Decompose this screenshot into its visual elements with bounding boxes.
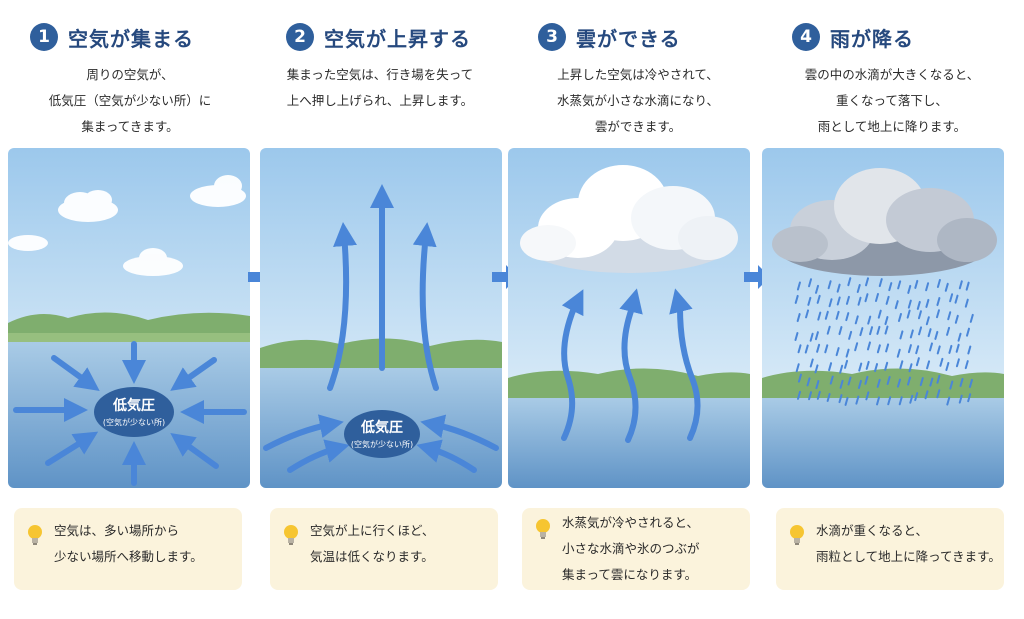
scene-illustration [762,148,1004,488]
lightbulb-icon [282,524,300,546]
step-header: 3 雲ができる [538,22,681,52]
tip-text: 空気が上に行くほど、 気温は低くなります。 [310,518,490,570]
step-description: 周りの空気が、 低気圧（空気が少ない所）に 集まってきます。 [14,62,246,140]
tip-box: 水蒸気が冷やされると、 小さな水滴や氷のつぶが 集まって雲になります。 [522,508,750,590]
low-pressure-sublabel: (空気が少ない所) [103,417,165,427]
step-header: 2 空気が上昇する [286,22,471,52]
step-description: 集まった空気は、行き場を失って 上へ押し上げられ、上昇します。 [260,62,500,114]
step-panel-2: 2 空気が上昇する 集まった空気は、行き場を失って 上へ押し上げられ、上昇します… [256,0,502,619]
tip-box: 空気は、多い場所から 少ない場所へ移動します。 [14,508,242,590]
tip-line: 空気は、多い場所から [54,518,234,544]
desc-line: 低気圧（空気が少ない所）に [14,88,246,114]
low-pressure-label: 低気圧 [360,419,403,436]
step-header: 1 空気が集まる [30,22,194,52]
tip-box: 空気が上に行くほど、 気温は低くなります。 [270,508,498,590]
tip-box: 水滴が重くなると、 雨粒として地上に降ってきます。 [776,508,1004,590]
tip-line: 空気が上に行くほど、 [310,518,490,544]
desc-line: 周りの空気が、 [14,62,246,88]
tip-text: 空気は、多い場所から 少ない場所へ移動します。 [54,518,234,570]
tip-line: 水滴が重くなると、 [816,518,996,544]
lightbulb-icon [788,524,806,546]
low-pressure-label: 低気圧 [112,397,155,414]
step-number-badge: 2 [286,23,314,51]
tip-text: 水滴が重くなると、 雨粒として地上に降ってきます。 [816,518,996,570]
desc-line: 水蒸気が小さな水滴になり、 [522,88,754,114]
desc-line: 雨として地上に降ります。 [776,114,1008,140]
step-number-badge: 1 [30,23,58,51]
lightbulb-icon [26,524,44,546]
lightbulb-icon [534,518,552,540]
desc-line: 重くなって落下し、 [776,88,1008,114]
step-description: 雲の中の水滴が大きくなると、 重くなって落下し、 雨として地上に降ります。 [776,62,1008,140]
step-panel-4: 4 雨が降る 雲の中の水滴が大きくなると、 重くなって落下し、 雨として地上に降… [762,0,1008,619]
step-header: 4 雨が降る [792,22,914,52]
step-panel-1: 1 空気が集まる 周りの空気が、 低気圧（空気が少ない所）に 集まってきます。 [0,0,246,619]
tip-text: 水蒸気が冷やされると、 小さな水滴や氷のつぶが 集まって雲になります。 [562,510,742,588]
step-title: 空気が集まる [68,23,194,52]
scene-illustration [508,148,750,488]
step-title: 雲ができる [576,23,681,52]
step-panel-3: 3 雲ができる 上昇した空気は冷やされて、 水蒸気が小さな水滴になり、 雲ができ… [508,0,754,619]
step-description: 上昇した空気は冷やされて、 水蒸気が小さな水滴になり、 雲ができます。 [522,62,754,140]
desc-line: 集まってきます。 [14,114,246,140]
step-number-badge: 4 [792,23,820,51]
desc-line: 上昇した空気は冷やされて、 [522,62,754,88]
tip-line: 気温は低くなります。 [310,544,490,570]
scene-illustration: 低気圧 (空気が少ない所) [8,148,250,488]
step-number-badge: 3 [538,23,566,51]
tip-line: 雨粒として地上に降ってきます。 [816,544,996,570]
step-title: 空気が上昇する [324,23,471,52]
low-pressure-sublabel: (空気が少ない所) [351,439,413,449]
tip-line: 集まって雲になります。 [562,562,742,588]
desc-line: 上へ押し上げられ、上昇します。 [260,88,500,114]
step-title: 雨が降る [830,23,914,52]
desc-line: 集まった空気は、行き場を失って [260,62,500,88]
tip-line: 小さな水滴や氷のつぶが [562,536,742,562]
tip-line: 少ない場所へ移動します。 [54,544,234,570]
scene-illustration: 低気圧 (空気が少ない所) [260,148,502,488]
desc-line: 雲の中の水滴が大きくなると、 [776,62,1008,88]
tip-line: 水蒸気が冷やされると、 [562,510,742,536]
desc-line: 雲ができます。 [522,114,754,140]
